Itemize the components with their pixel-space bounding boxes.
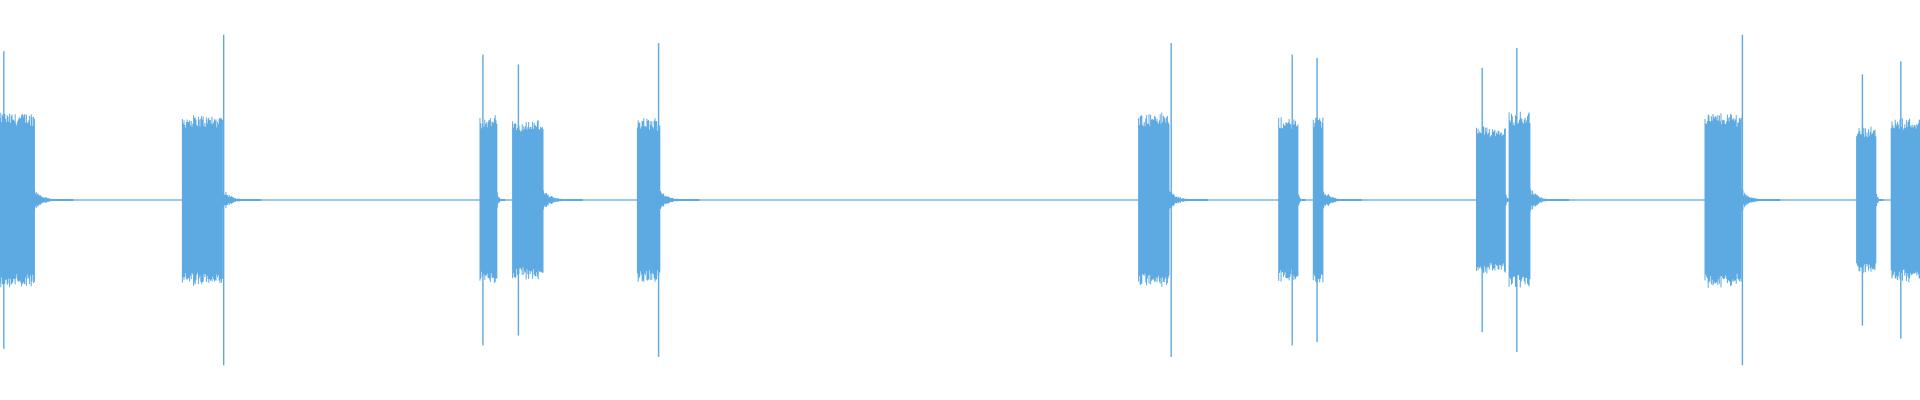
waveform-burst-body	[1312, 117, 1362, 283]
waveform-burst	[1312, 57, 1362, 343]
waveform-burst	[1138, 43, 1209, 357]
waveform-burst	[1508, 48, 1570, 352]
waveform-burst-body	[1890, 118, 1920, 283]
waveform-burst	[512, 64, 583, 336]
waveform-burst	[1890, 61, 1920, 339]
waveform-burst-body	[0, 112, 74, 288]
waveform-burst-body	[181, 115, 261, 286]
waveform-burst	[479, 54, 505, 346]
waveform-burst-body	[512, 120, 583, 280]
waveform-burst	[1278, 54, 1306, 346]
waveform-burst	[181, 34, 261, 366]
waveform-burst-body	[636, 118, 700, 282]
waveform-burst-body	[1856, 126, 1884, 273]
waveform-burst	[1856, 74, 1884, 326]
waveform-burst-body	[1704, 113, 1781, 288]
waveform-burst-body	[479, 115, 505, 283]
waveform-burst	[0, 51, 74, 349]
waveform-burst	[636, 43, 700, 357]
waveform-burst-body	[1138, 112, 1209, 287]
waveform-burst-body	[1476, 126, 1513, 274]
waveform-burst-body	[1508, 111, 1570, 288]
waveform-burst	[1704, 34, 1781, 366]
waveform-burst-body	[1278, 117, 1306, 282]
waveform-burst	[1476, 67, 1513, 333]
waveform-bursts	[0, 34, 1920, 366]
